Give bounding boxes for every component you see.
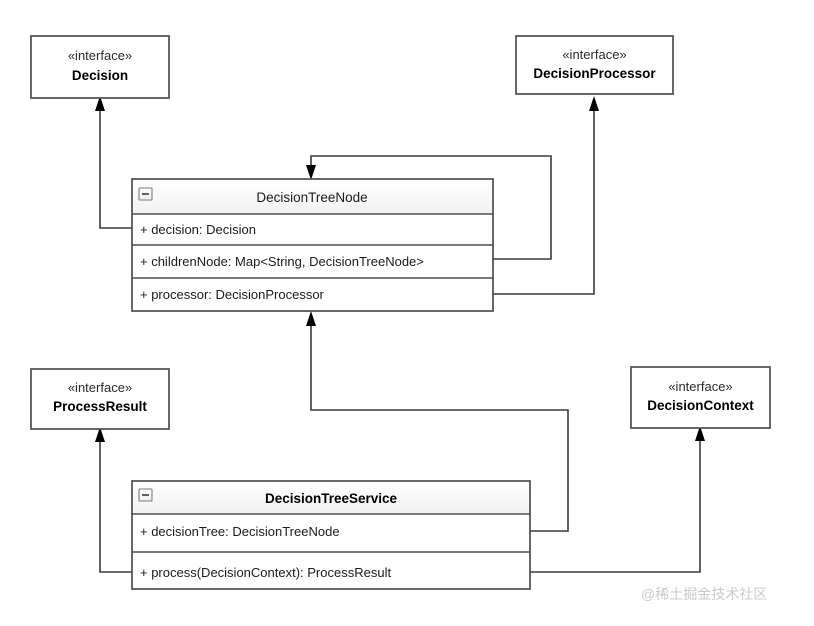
- class-box-decision-tree-node[interactable]: DecisionTreeNode + decision: Decision + …: [131, 178, 494, 312]
- interface-stereotype-label: «interface»: [668, 379, 732, 394]
- arrow-head-icon: [695, 426, 705, 441]
- class-member-row: + process(DecisionContext): ProcessResul…: [140, 565, 391, 580]
- connector-layer: [95, 96, 705, 573]
- arrow-head-icon: [306, 311, 316, 326]
- class-header-background: [133, 482, 529, 513]
- interface-box-process-result[interactable]: «interface» ProcessResult: [30, 368, 170, 430]
- class-member-row: + processor: DecisionProcessor: [140, 287, 325, 302]
- class-box-decision-tree-service[interactable]: DecisionTreeService + decisionTree: Deci…: [131, 480, 531, 590]
- connector-node-self-children: [306, 155, 552, 260]
- class-member-row: + decisionTree: DecisionTreeNode: [140, 524, 340, 539]
- class-member-row: + decision: Decision: [140, 222, 256, 237]
- connector-node-to-processor: [493, 96, 599, 295]
- connector-service-to-process-result: [95, 427, 132, 573]
- interface-box-decision-context[interactable]: «interface» DecisionContext: [630, 366, 771, 429]
- interface-stereotype-label: «interface»: [68, 380, 132, 395]
- connector-service-to-node: [306, 311, 569, 532]
- collapse-minus-icon[interactable]: [138, 488, 153, 502]
- interface-box-decision-processor[interactable]: «interface» DecisionProcessor: [515, 35, 674, 95]
- interface-name-label: ProcessResult: [53, 399, 147, 414]
- arrow-head-icon: [589, 96, 599, 111]
- class-title-label: DecisionTreeService: [265, 491, 398, 506]
- arrow-head-icon: [306, 165, 316, 180]
- class-member-row: + childrenNode: Map<String, DecisionTree…: [140, 254, 424, 269]
- interface-stereotype-label: «interface»: [562, 47, 626, 62]
- class-header-background: [133, 180, 492, 213]
- interface-box-decision[interactable]: «interface» Decision: [30, 35, 170, 99]
- arrow-head-icon: [95, 96, 105, 111]
- arrow-head-icon: [95, 427, 105, 442]
- collapse-minus-icon[interactable]: [138, 187, 153, 201]
- connector-service-to-decision-context: [530, 426, 705, 573]
- interface-stereotype-label: «interface»: [68, 48, 132, 63]
- interface-name-label: Decision: [72, 68, 128, 83]
- interface-name-label: DecisionContext: [647, 398, 754, 413]
- connector-node-to-decision: [95, 96, 132, 229]
- class-title-label: DecisionTreeNode: [256, 190, 367, 205]
- watermark-label: @稀土掘金技术社区: [641, 586, 767, 602]
- interface-name-label: DecisionProcessor: [533, 66, 656, 81]
